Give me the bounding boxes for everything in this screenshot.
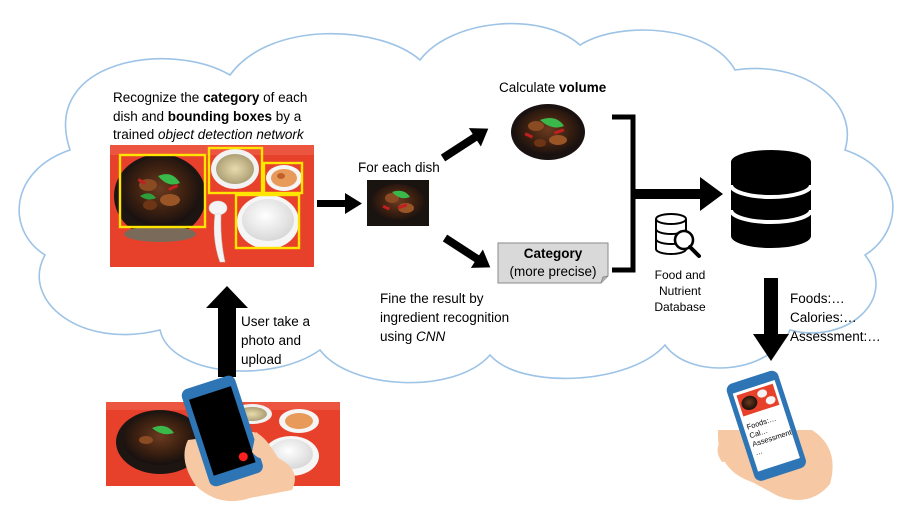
database-label-line2: Nutrient	[659, 284, 702, 298]
refine-line1: Fine the result by	[380, 291, 484, 306]
category-box: Category (more precise)	[497, 242, 609, 284]
refine-line2: ingredient recognition	[380, 310, 509, 325]
shutter-button	[238, 452, 248, 462]
upload-line2: photo and	[241, 333, 301, 348]
thumb-left	[252, 432, 267, 459]
cloud-shape	[18, 22, 894, 384]
detection-photo	[110, 145, 314, 267]
dish-crop-image	[367, 180, 429, 226]
category-title: Category	[524, 246, 583, 261]
result-calories: Calories:…	[790, 310, 857, 325]
arrow-upload	[206, 286, 248, 377]
phone-camera	[181, 375, 263, 487]
arrow-dish-to-category	[442, 234, 491, 268]
upload-line1: User take a	[241, 314, 311, 329]
detection-box-side	[262, 161, 304, 195]
arrow-to-result	[753, 278, 789, 361]
detection-box-soup	[207, 146, 264, 195]
category-subtitle: (more precise)	[509, 264, 596, 279]
result-assessment: Assessment:…	[790, 329, 881, 344]
phone-result: Foods:… Cal… Assessment …	[726, 370, 806, 481]
detection-box-main-dish	[118, 153, 207, 229]
database-label-line1: Food and	[655, 268, 706, 282]
result-foods: Foods:…	[790, 291, 845, 306]
volume-label: Calculate volume	[499, 80, 607, 95]
database-icon	[729, 150, 813, 248]
arrow-to-database	[633, 177, 723, 211]
database-search-icon	[655, 213, 701, 258]
step1-line3: trained object detection network	[113, 127, 305, 142]
thumb-right	[717, 438, 734, 462]
refine-line3: using CNN	[380, 329, 446, 344]
step1-line1: Recognize the category of each	[113, 90, 307, 105]
database-label-line3: Database	[654, 300, 706, 314]
per-dish-label: For each dish	[358, 160, 440, 175]
step1-line2: dish and bounding boxes by a	[113, 109, 302, 124]
arrow-dish-to-volume	[440, 128, 489, 162]
phone-screen-line4: …	[754, 446, 764, 457]
upload-line3: upload	[241, 352, 282, 367]
detection-box-rice	[234, 193, 301, 250]
volume-dish-image	[511, 104, 585, 160]
arrow-photo-to-dish	[317, 193, 362, 214]
